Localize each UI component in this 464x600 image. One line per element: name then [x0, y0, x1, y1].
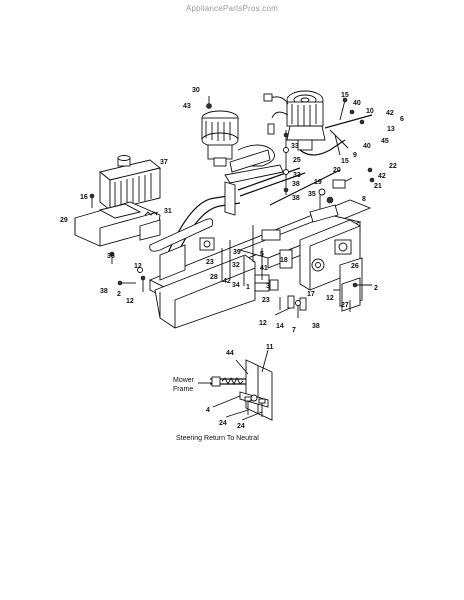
callout: 29 [60, 217, 68, 224]
callout: 33 [291, 143, 299, 150]
callout: 16 [80, 194, 88, 201]
callout: 5 [260, 251, 264, 258]
callout: 38 [292, 195, 300, 202]
inset-caption: Steering Return To Neutral [176, 435, 259, 442]
callout: 33 [293, 172, 301, 179]
callout: 23 [206, 259, 214, 266]
steering-inset [198, 349, 273, 421]
callout: 21 [374, 183, 382, 190]
callout: 43 [183, 103, 191, 110]
hydro-pump-right [263, 90, 373, 156]
callout: 24 [219, 420, 227, 427]
callout: 2 [374, 285, 378, 292]
callout: 36 [107, 253, 115, 260]
callout: 24 [237, 423, 245, 430]
inset-mower-frame-label: Mower [173, 377, 195, 384]
callout: 7 [292, 327, 296, 334]
callout: 12 [134, 263, 142, 270]
callout: 37 [160, 159, 168, 166]
callout: 31 [164, 208, 172, 215]
callout: 14 [276, 323, 284, 330]
callout: 34 [232, 282, 240, 289]
callout: 26 [351, 263, 359, 270]
callout: 38 [292, 181, 300, 188]
callout: 38 [312, 323, 320, 330]
inset-mower-frame-label: Frame [173, 386, 193, 393]
callout: 2 [117, 291, 121, 298]
lower-right-hardware [274, 282, 372, 318]
right-hardware [309, 167, 375, 223]
callout-labels: 30 43 15 40 10 42 6 13 45 40 9 15 22 42 … [60, 87, 404, 442]
callout: 12 [126, 298, 134, 305]
callout: 9 [353, 152, 357, 159]
callout: 6 [400, 116, 404, 123]
callout: 19 [314, 179, 322, 186]
callout: 35 [308, 191, 316, 198]
callout: 10 [366, 108, 374, 115]
callout: 3 [266, 283, 270, 290]
callout: 38 [100, 288, 108, 295]
callout: 28 [210, 274, 218, 281]
callout: 18 [280, 257, 288, 264]
callout: 23 [262, 297, 270, 304]
callout: 41 [260, 265, 268, 272]
callout: 4 [206, 407, 210, 414]
reservoir-assembly [74, 155, 161, 292]
callout: 22 [389, 163, 397, 170]
callout: 20 [333, 167, 341, 174]
callout: 45 [381, 138, 389, 145]
main-frame [148, 130, 372, 329]
callout: 12 [259, 320, 267, 327]
callout: 13 [387, 126, 395, 133]
watermark: AppliancePartsPros.com [186, 4, 278, 13]
callout: 15 [341, 158, 349, 165]
callout: 44 [226, 350, 234, 357]
callout: 42 [378, 173, 386, 180]
callout: 25 [293, 157, 301, 164]
callout: 42 [386, 110, 394, 117]
callout: 39 [233, 249, 241, 256]
hydro-pump-left [201, 96, 275, 173]
callout: 15 [341, 92, 349, 99]
callout: 11 [266, 344, 274, 351]
callout: 30 [192, 87, 200, 94]
callout: 40 [363, 143, 371, 150]
callout: 42 [223, 278, 231, 285]
callout: 27 [341, 302, 349, 309]
callout: 12 [326, 295, 334, 302]
callout: 17 [307, 291, 315, 298]
callout: 40 [353, 100, 361, 107]
callout: 1 [246, 284, 250, 291]
callout: 8 [362, 196, 366, 203]
callout: 32 [232, 262, 240, 269]
